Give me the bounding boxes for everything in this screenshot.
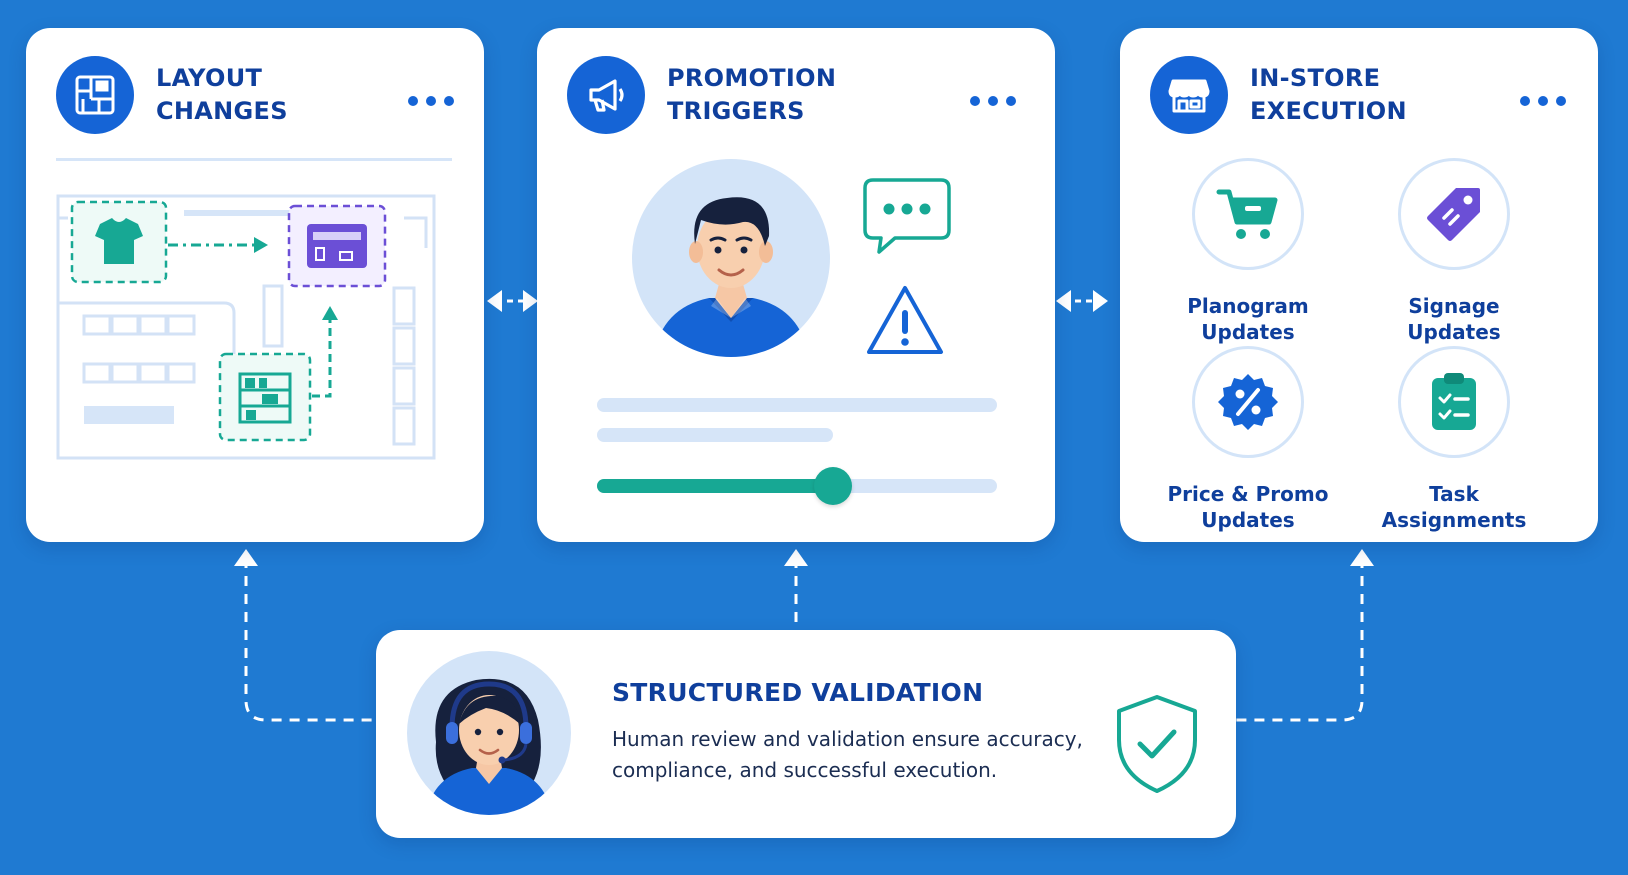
content-placeholder-line-1 [597,398,997,412]
execution-card-header: IN-STORE EXECUTION [1150,56,1407,134]
floor-plan-diagram [56,194,436,460]
megaphone-icon [567,56,645,134]
structured-validation-card: STRUCTURED VALIDATION Human review and v… [376,630,1236,838]
support-agent-avatar [407,651,571,815]
person-avatar [632,159,830,357]
layout-card-title: LAYOUT CHANGES [156,64,288,125]
execution-more-menu[interactable] [1520,94,1566,108]
progress-slider[interactable] [597,467,997,505]
percent-badge-icon [1218,374,1278,430]
progress-knob[interactable] [814,467,852,505]
store-icon [1150,56,1228,134]
layout-more-menu[interactable] [408,94,454,108]
layout-divider [56,158,452,161]
validation-description: Human review and validation ensure accur… [612,727,1083,782]
price-promo-updates-tile[interactable] [1192,346,1304,458]
promotion-card-header: PROMOTION TRIGGERS [567,56,836,134]
content-placeholder-line-2 [597,428,833,442]
layout-changes-card: LAYOUT CHANGES [26,28,484,542]
execution-card-title: IN-STORE EXECUTION [1250,64,1407,125]
shield-check-icon [1117,695,1197,793]
layout-card-header: LAYOUT CHANGES [56,56,288,134]
chat-bubble-icon [863,178,951,254]
clipboard-checklist-icon [1432,373,1476,430]
promotion-card-title: PROMOTION TRIGGERS [667,64,837,125]
validation-title: STRUCTURED VALIDATION [612,678,984,707]
progress-fill [597,479,833,493]
task-assignments-tile[interactable] [1398,346,1510,458]
promotion-triggers-card: PROMOTION TRIGGERS [537,28,1055,542]
warning-icon [867,286,943,354]
promotion-more-menu[interactable] [970,94,1016,108]
floor-plan-icon [56,56,134,134]
signage-updates-tile[interactable] [1398,158,1510,270]
planogram-updates-tile[interactable] [1192,158,1304,270]
tag-icon [1427,188,1480,241]
shopping-cart-icon [1216,189,1278,239]
